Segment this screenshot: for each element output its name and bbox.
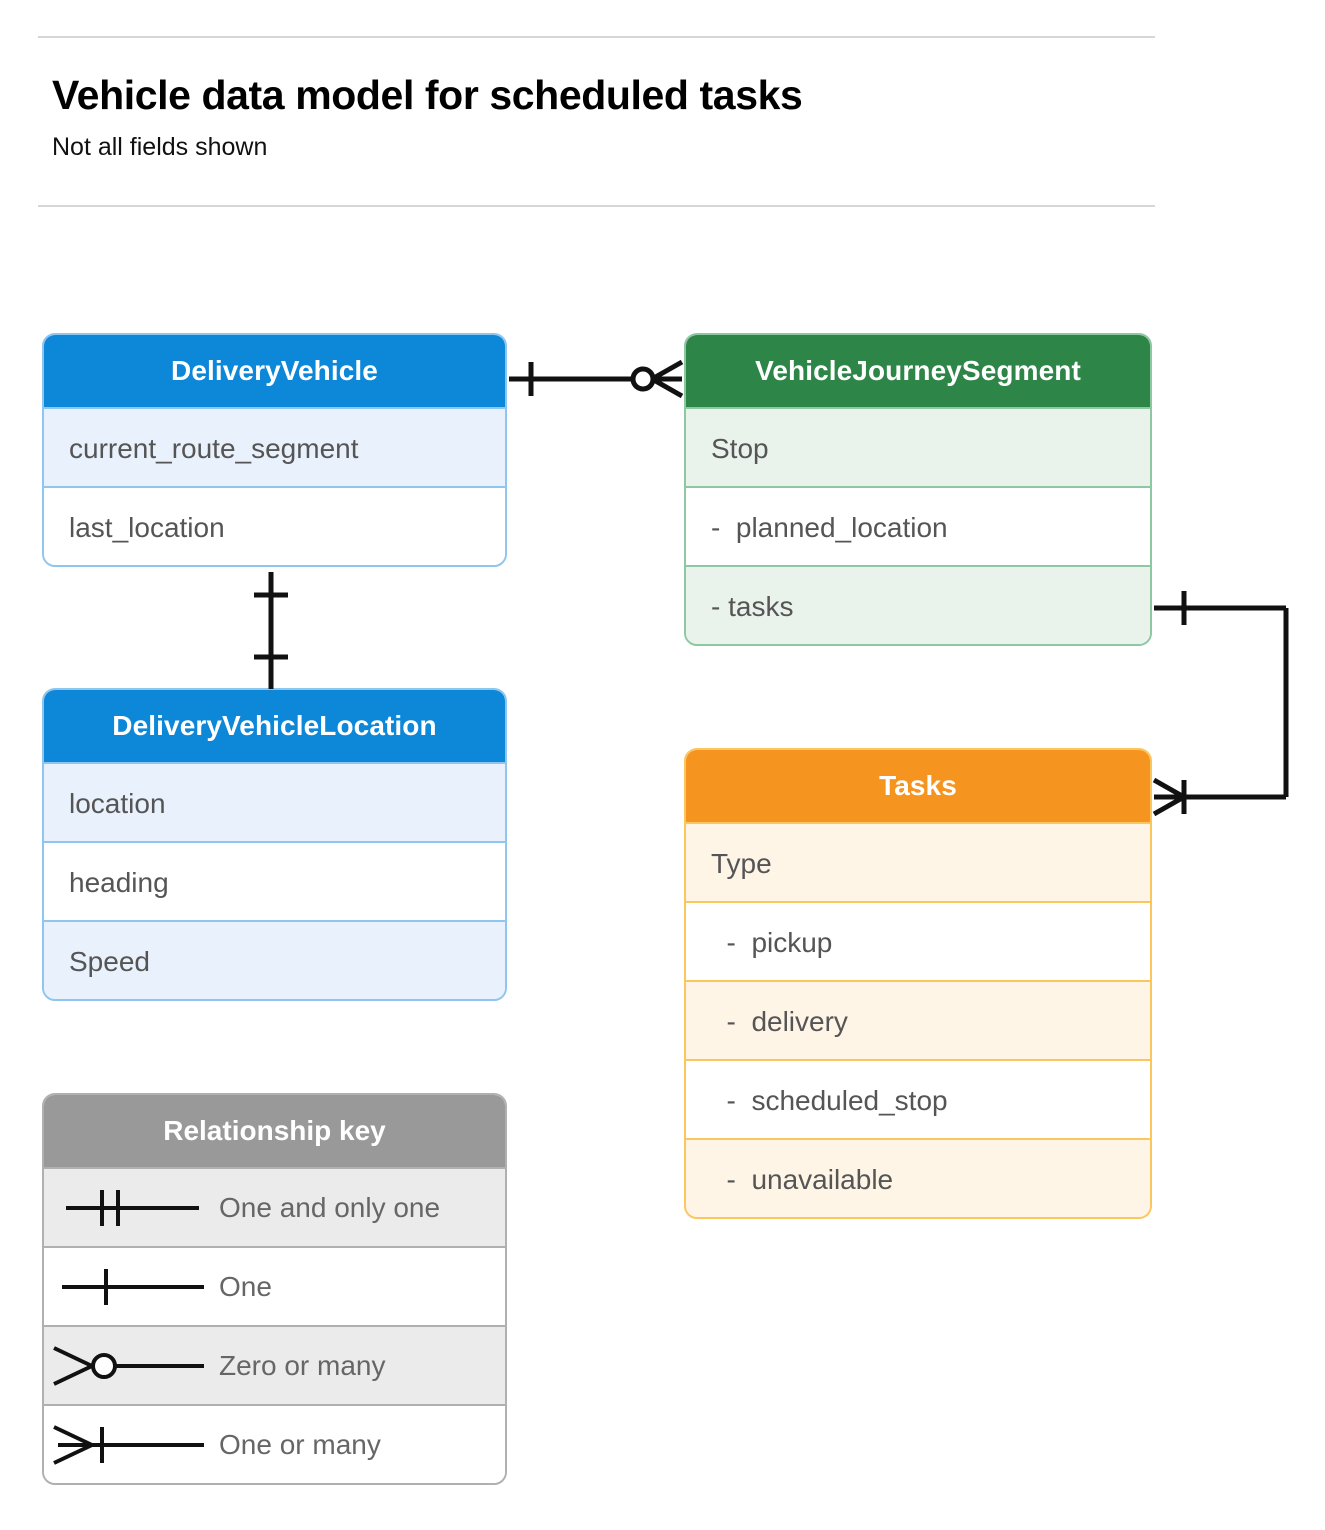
one-or-many-icon (44, 1405, 219, 1483)
legend-item-one-and-only-one: One and only one (44, 1167, 505, 1246)
entity-vehicle-journey-segment[interactable]: VehicleJourneySegment Stop - planned_loc… (684, 333, 1152, 646)
legend-item-label: One and only one (219, 1191, 441, 1223)
page-title: Vehicle data model for scheduled tasks (52, 72, 803, 118)
entity-field-row: heading (44, 841, 505, 920)
connector-deliveryvehicle-deliveryvehiclelocation (254, 572, 288, 689)
entity-tasks[interactable]: Tasks Type - pickup - delivery - schedul… (684, 748, 1152, 1219)
legend-title: Relationship key (44, 1095, 505, 1167)
entity-field-row: - pickup (686, 901, 1150, 980)
legend-item-label: One or many (219, 1428, 381, 1460)
legend-item-zero-or-many: Zero or many (44, 1325, 505, 1404)
entity-title-delivery-vehicle-location: DeliveryVehicleLocation (44, 690, 505, 762)
entity-field-row: - scheduled_stop (686, 1059, 1150, 1138)
header-divider-top (38, 36, 1155, 38)
page-subtitle: Not all fields shown (52, 133, 268, 161)
entity-field-row: last_location (44, 486, 505, 565)
entity-field-row: Type (686, 822, 1150, 901)
legend-item-one: One (44, 1246, 505, 1325)
relationship-key-legend: Relationship key One and only one (42, 1093, 507, 1485)
entity-field-row: - unavailable (686, 1138, 1150, 1217)
entity-title-delivery-vehicle: DeliveryVehicle (44, 335, 505, 407)
connector-vehiclejourneysegment-tasks (1152, 591, 1289, 817)
entity-field-row: location (44, 762, 505, 841)
legend-item-label: One (219, 1270, 272, 1302)
entity-delivery-vehicle[interactable]: DeliveryVehicle current_route_segment la… (42, 333, 507, 567)
one-and-only-one-icon (44, 1168, 219, 1247)
entity-field-row: Stop (686, 407, 1150, 486)
header-divider-bottom (38, 205, 1155, 207)
legend-item-one-or-many: One or many (44, 1404, 505, 1483)
entity-title-tasks: Tasks (686, 750, 1150, 822)
entity-field-row: current_route_segment (44, 407, 505, 486)
connector-deliveryvehicle-vehiclejourneysegment (509, 359, 684, 399)
entity-title-vehicle-journey-segment: VehicleJourneySegment (686, 335, 1150, 407)
entity-field-row: Speed (44, 920, 505, 999)
entity-delivery-vehicle-location[interactable]: DeliveryVehicleLocation location heading… (42, 688, 507, 1001)
one-icon (44, 1247, 219, 1326)
entity-field-row: - planned_location (686, 486, 1150, 565)
legend-item-label: Zero or many (219, 1349, 386, 1381)
zero-or-many-icon (44, 1326, 219, 1405)
entity-field-row: - tasks (686, 565, 1150, 644)
entity-field-row: - delivery (686, 980, 1150, 1059)
